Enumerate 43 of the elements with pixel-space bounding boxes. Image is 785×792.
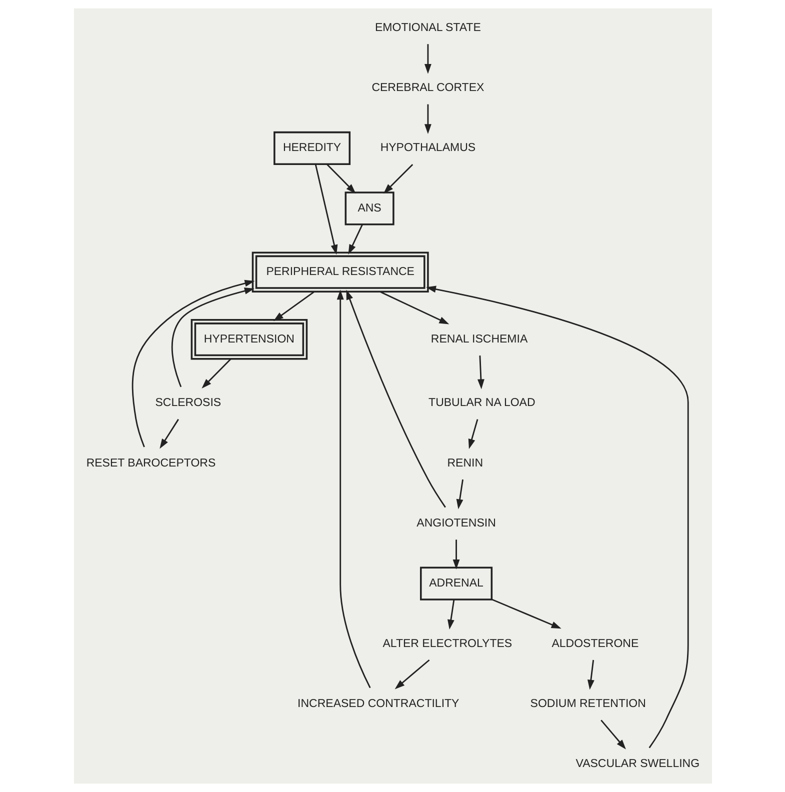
arrow <box>159 418 178 449</box>
arrow <box>586 660 594 690</box>
arrow <box>314 164 338 255</box>
arrow <box>476 356 484 390</box>
node-text: CEREBRAL CORTEX <box>371 82 484 94</box>
arrow <box>468 419 478 449</box>
arrow <box>394 659 430 690</box>
arrow <box>272 291 314 322</box>
arrow <box>382 164 413 194</box>
node-text: SODIUM RETENTION <box>530 698 646 710</box>
node-text: EMOTIONAL STATE <box>374 22 480 34</box>
node-text: TUBULAR NA LOAD <box>428 397 535 410</box>
node-text: ANGIOTENSIN <box>416 517 496 530</box>
arrow <box>446 600 454 630</box>
node-box: PERIPHERAL RESISTANCE <box>251 252 428 292</box>
node-box: HEREDITY <box>273 131 350 166</box>
node-text: SCLEROSIS <box>154 397 221 410</box>
node-text: ALTER ELECTROLYTES <box>382 638 512 650</box>
arrow <box>326 164 356 194</box>
arrow <box>426 286 688 748</box>
arrow <box>348 224 362 254</box>
arrow <box>346 290 446 508</box>
arrow <box>170 288 254 388</box>
node-text: RENIN <box>446 457 483 470</box>
arrow <box>452 540 460 570</box>
node-text: RENAL ISCHEMIA <box>430 333 528 346</box>
arrow <box>201 358 231 388</box>
arrow <box>600 720 626 750</box>
node-box: HYPERTENSION <box>190 319 308 360</box>
arrow <box>378 290 449 324</box>
node-box: ANS <box>344 192 394 226</box>
arrow <box>490 598 561 629</box>
node-text: RESET BAROCEPTORS <box>86 457 216 470</box>
node-text: ALDOSTERONE <box>551 638 638 650</box>
arrow <box>131 280 254 448</box>
arrow <box>336 290 370 688</box>
node-text: VASCULAR SWELLING <box>575 758 700 770</box>
node-text: INCREASED CONTRACTILITY <box>297 698 459 710</box>
node-text: HYPOTHALAMUS <box>380 142 476 154</box>
arrow <box>456 479 463 510</box>
arrow <box>424 104 431 134</box>
arrow <box>424 44 431 74</box>
node-box: ADRENAL <box>420 566 492 600</box>
